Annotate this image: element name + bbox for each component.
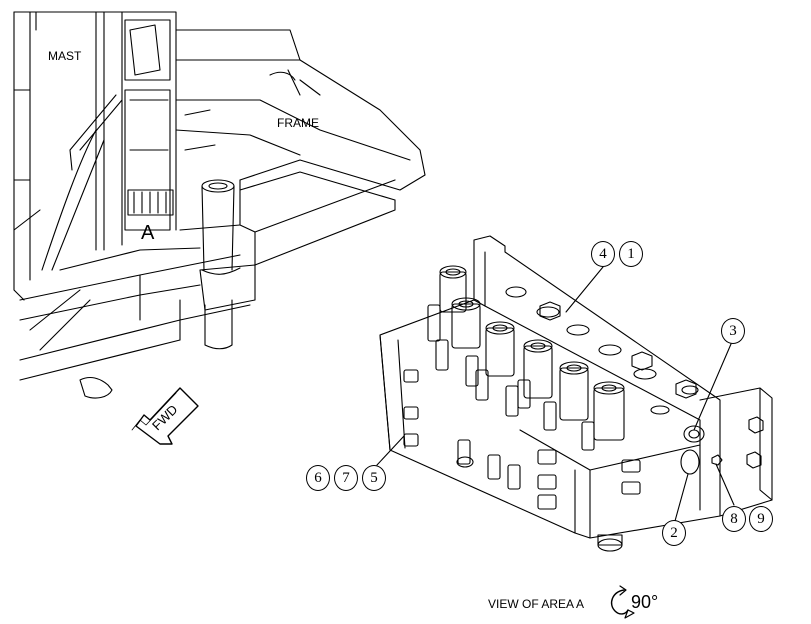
view-caption: VIEW OF AREA A xyxy=(488,597,585,611)
cylinder xyxy=(199,179,256,350)
callout-4: 4 xyxy=(591,241,615,267)
mast xyxy=(13,11,177,301)
connector-block xyxy=(127,189,174,216)
valve-block xyxy=(379,235,773,552)
mast-label: MAST xyxy=(48,49,82,63)
frame-label: FRAME xyxy=(277,116,319,130)
fwd-arrow xyxy=(131,387,199,445)
solenoid-row xyxy=(439,265,625,441)
frame xyxy=(19,29,426,399)
callout-9: 9 xyxy=(749,506,773,532)
callout-6: 6 xyxy=(306,465,330,491)
callout-3: 3 xyxy=(721,318,745,344)
callout-1: 1 xyxy=(619,241,643,267)
callout-2: 2 xyxy=(662,520,686,546)
callout-5: 5 xyxy=(362,465,386,491)
callout-8: 8 xyxy=(722,506,746,532)
callout-leaders xyxy=(376,266,735,522)
rotation-angle: 90° xyxy=(631,592,659,612)
area-a-label: A xyxy=(141,222,155,244)
callout-7: 7 xyxy=(334,465,358,491)
rotate-arrow-icon xyxy=(610,585,635,619)
